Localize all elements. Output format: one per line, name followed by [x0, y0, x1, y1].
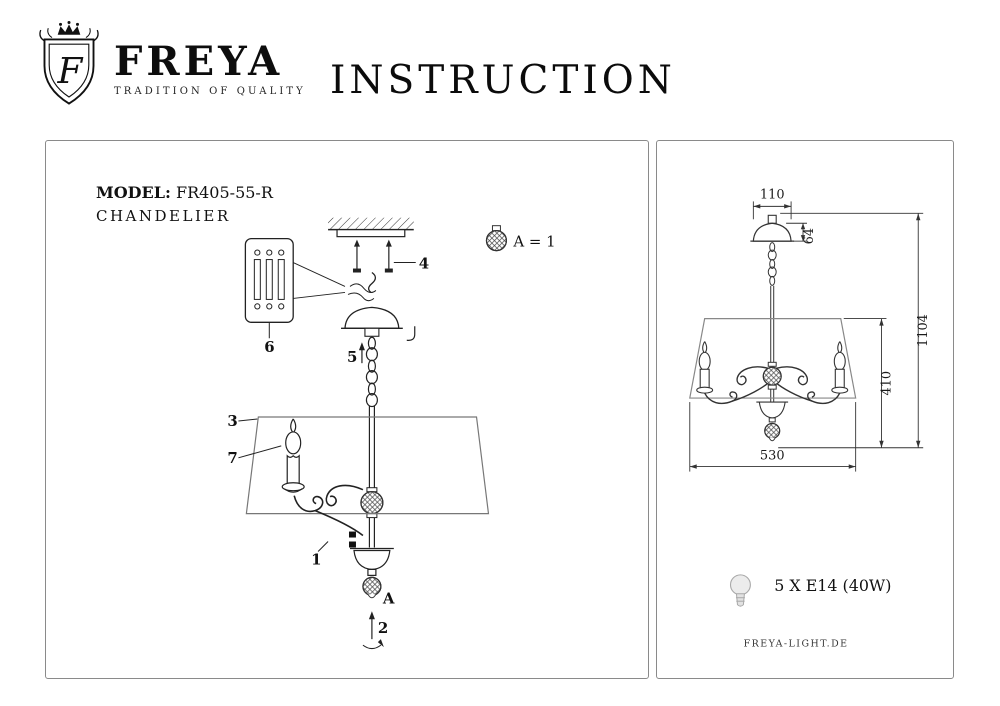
chain: [767, 242, 777, 286]
dim-body-height: [778, 318, 924, 449]
shield-icon: [43, 38, 95, 105]
dimensions-diagram: 110 64 530 410: [689, 187, 931, 649]
dimensions-panel: 110 64 530 410: [656, 140, 954, 679]
model-label: MODEL:: [96, 183, 171, 202]
candle-bulb: [281, 418, 305, 493]
crystal-ball-icon: [485, 230, 508, 252]
bottom-dome: [758, 401, 786, 419]
lampshade: [689, 318, 857, 399]
brand-name: FREYA: [114, 38, 284, 85]
brand-logo: F FREYA TRADITION OF QUALITY: [36, 20, 306, 108]
bulb-spec: 5 X E14 (40W): [774, 576, 891, 595]
ceiling-mount: [328, 217, 414, 273]
bottom-body: [349, 547, 394, 576]
product-type: CHANDELIER: [96, 207, 231, 225]
part-label-finial: 2: [378, 619, 388, 637]
canopy: [752, 222, 792, 242]
part-label-bulb: 7: [227, 449, 237, 467]
dim-label-1104: 1104: [916, 314, 931, 347]
arm-and-candle: [696, 341, 770, 405]
assembly-diagram: 4 6 5: [227, 217, 556, 650]
part-label-chain: 5: [347, 348, 357, 366]
dim-shade-width: [689, 402, 857, 472]
crown-icon: [57, 24, 81, 35]
page-title: INSTRUCTION: [330, 58, 676, 103]
lampshade: [245, 416, 490, 515]
dim-canopy-width: [752, 201, 792, 220]
part-label-shade: 3: [227, 412, 237, 430]
dim-overall-height: [780, 212, 924, 448]
hook-and-wires: [347, 271, 377, 302]
bulb-icon: [729, 574, 751, 607]
part-label-terminal: 6: [264, 338, 274, 356]
crystal-legend: A = 1: [485, 225, 556, 252]
brand-text: FREYA TRADITION OF QUALITY: [114, 38, 306, 98]
part-label-A: A: [382, 589, 395, 607]
crystal-ball-finial: [362, 576, 382, 596]
terminal-block-detail: 6: [244, 237, 346, 356]
dim-label-64: 64: [802, 228, 817, 244]
model-block: MODEL: FR405-55-R CHANDELIER: [96, 183, 273, 225]
dim-label-410: 410: [879, 371, 894, 396]
model-value: FR405-55-R: [175, 183, 273, 202]
canopy: [341, 306, 403, 337]
chain: [365, 336, 378, 408]
arm-scrolls: [293, 484, 364, 537]
dim-label-530: 530: [760, 449, 785, 464]
dim-label-110: 110: [760, 187, 785, 202]
brand-tagline: TRADITION OF QUALITY: [114, 86, 306, 97]
website: FREYA-LIGHT.DE: [744, 638, 849, 649]
center-rod: [368, 406, 375, 548]
crystal-note: A = 1: [512, 233, 555, 251]
crystal-ball-stem: [762, 366, 782, 386]
dim-canopy-height: [786, 222, 807, 242]
freya-crest-icon: F: [39, 21, 99, 105]
crystal-ball-finial: [764, 422, 781, 439]
part-label-screws: 4: [419, 255, 429, 273]
crest-letter: F: [57, 51, 84, 92]
crystal-ball-stem: [360, 491, 384, 515]
part-label-arm: 1: [311, 550, 321, 568]
ceiling-hook-icon: [406, 326, 416, 341]
assembly-panel: MODEL: FR405-55-R CHANDELIER 4: [45, 140, 649, 679]
